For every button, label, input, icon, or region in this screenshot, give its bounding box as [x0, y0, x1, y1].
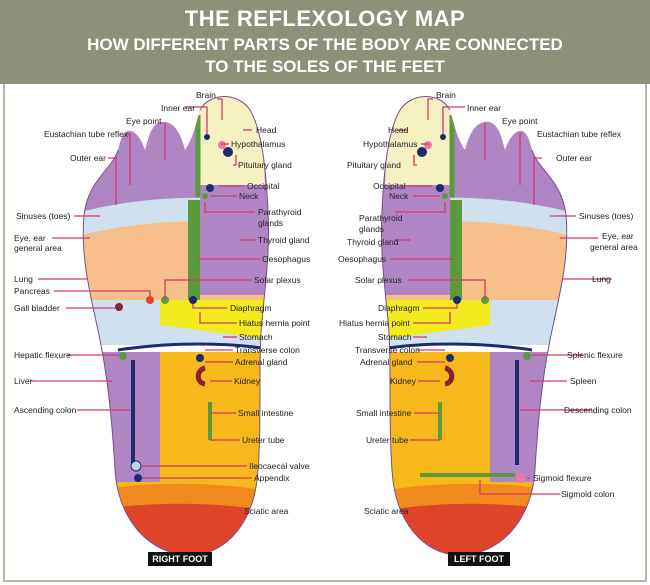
- left-pituitary-dot: [417, 147, 427, 157]
- label-left-hiatus: Hiatus hernia point: [339, 318, 411, 328]
- label-left-parathyroid-2: glands: [359, 224, 384, 234]
- left-hypothalamus-dot: [424, 141, 432, 149]
- left-foot-caption-box: [448, 552, 510, 566]
- label-left-stomach: Stomach: [378, 332, 412, 342]
- label-right-ureter: Ureter tube: [242, 435, 285, 445]
- left-foot-caption: LEFT FOOT: [454, 554, 504, 564]
- label-right-pancreas: Pancreas: [14, 286, 50, 296]
- right-kidney-mark: [195, 365, 206, 387]
- label-right-adrenal: Adrenal gland: [235, 357, 288, 367]
- label-left-eye-point: Eye point: [502, 116, 538, 126]
- label-right-diaphragm: Diaphragm: [230, 303, 272, 313]
- page-subtitle-line2: TO THE SOLES OF THE FEET: [205, 57, 445, 76]
- page-title: THE REFLEXOLOGY MAP: [184, 6, 466, 31]
- label-right-brain: Brain: [196, 90, 216, 100]
- label-left-head: Head: [388, 125, 409, 135]
- label-left-sciatic: Sciatic area: [364, 506, 409, 516]
- right-foot-caption: RIGHT FOOT: [152, 554, 208, 564]
- label-right-appendix: Appendix: [254, 473, 290, 483]
- label-left-kidney: Kidney: [390, 376, 417, 386]
- right-foot-labels: Brain Inner ear Eye point Head Eustachia…: [14, 90, 311, 516]
- label-right-solar-plexus: Solar plexus: [254, 275, 301, 285]
- label-right-neck: Neck: [239, 191, 259, 201]
- label-right-kidney: Kidney: [234, 376, 261, 386]
- label-right-stomach: Stomach: [239, 332, 273, 342]
- label-right-inner-ear: Inner ear: [161, 103, 195, 113]
- label-left-diaphragm: Diaphragm: [378, 303, 420, 313]
- label-left-occipital: Occipital: [373, 181, 406, 191]
- right-gallbladder-dot: [115, 303, 123, 311]
- label-right-head: Head: [256, 125, 277, 135]
- label-right-ascending-colon: Ascending colon: [14, 405, 77, 415]
- label-right-hepatic-flexure: Hepatic flexure: [14, 350, 71, 360]
- right-hypothalamus-dot: [218, 141, 226, 149]
- label-right-eye-ear-1: Eye, ear: [14, 233, 46, 243]
- label-right-thyroid: Thyroid gland: [258, 235, 310, 245]
- label-right-occipital: Occipital: [247, 181, 280, 191]
- leader-lines: [31, 98, 612, 512]
- label-left-thyroid: Thyroid gland: [347, 237, 399, 247]
- label-right-oesophagus: Oesophagus: [262, 254, 310, 264]
- right-foot-caption-box: [148, 552, 212, 566]
- label-right-eustachian: Eustachian tube reflex: [44, 129, 129, 139]
- label-left-pituitary: Pituitary gland: [347, 160, 401, 170]
- label-right-pituitary: Pituitary gland: [238, 160, 292, 170]
- label-right-ileocaecal: Ileocaecal valve: [249, 461, 310, 471]
- page-subtitle-line1: HOW DIFFERENT PARTS OF THE BODY ARE CONN…: [87, 35, 563, 54]
- right-big-toe-head-area: [196, 96, 265, 185]
- label-right-hiatus: Hiatus hernia point: [239, 318, 311, 328]
- label-left-adrenal: Adrenal gland: [360, 357, 413, 367]
- label-right-eye-ear-2: general area: [14, 243, 62, 253]
- label-left-eustachian: Eustachian tube reflex: [537, 129, 622, 139]
- left-kidney-mark: [444, 365, 455, 387]
- label-right-sinuses: Sinuses (toes): [16, 211, 70, 221]
- label-left-sigmoid-colon: Sigmoid colon: [561, 489, 615, 499]
- label-right-gall-bladder: Gall bladder: [14, 303, 60, 313]
- label-left-parathyroid-1: Parathyroid: [359, 213, 403, 223]
- label-left-small-intestine: Small intestine: [356, 408, 412, 418]
- label-right-small-intestine: Small intestine: [238, 408, 294, 418]
- left-stomach-area: [381, 300, 490, 340]
- label-left-eye-ear-2: general area: [590, 242, 638, 252]
- label-left-ureter: Ureter tube: [366, 435, 409, 445]
- right-stomach-area: [160, 300, 269, 340]
- label-left-transverse-colon: Transverse colon: [355, 345, 420, 355]
- label-left-splenic-flexure: Splenic flexure: [567, 350, 623, 360]
- label-left-brain: Brain: [436, 90, 456, 100]
- label-right-lung: Lung: [14, 274, 33, 284]
- right-pituitary-dot: [223, 147, 233, 157]
- label-left-neck: Neck: [389, 191, 409, 201]
- label-left-oesophagus: Oesophagus: [338, 254, 386, 264]
- label-right-hypothalamus: Hypothalamus: [231, 139, 285, 149]
- label-left-hypothalamus: Hypothalamus: [363, 139, 417, 149]
- right-intestine-area: [160, 352, 269, 482]
- left-foot-labels: Brain Inner ear Head Eye point Hypothala…: [338, 90, 638, 516]
- right-pancreas-dot: [146, 296, 154, 304]
- label-right-parathyroid-2: glands: [258, 218, 283, 228]
- left-intestine-area: [381, 352, 490, 482]
- label-right-parathyroid-1: Parathyroid: [258, 207, 302, 217]
- label-left-descending-colon: Descending colon: [564, 405, 632, 415]
- label-left-outer-ear: Outer ear: [556, 153, 592, 163]
- label-left-solar-plexus: Solar plexus: [355, 275, 402, 285]
- diagram-panel: [3, 84, 647, 582]
- label-right-liver: Liver: [14, 376, 33, 386]
- label-right-eye-point: Eye point: [126, 116, 162, 126]
- label-left-lung: Lung: [592, 274, 611, 284]
- label-right-transverse-colon: Transverse colon: [235, 345, 300, 355]
- label-left-sinuses: Sinuses (toes): [579, 211, 633, 221]
- label-right-sciatic: Sciatic area: [244, 506, 289, 516]
- label-left-sigmoid-flexure: Sigmoid flexure: [533, 473, 592, 483]
- label-right-outer-ear: Outer ear: [70, 153, 106, 163]
- left-big-toe-head-area: [385, 96, 454, 185]
- label-left-eye-ear-1: Eye, ear: [602, 231, 634, 241]
- label-left-spleen: Spleen: [570, 376, 597, 386]
- label-left-inner-ear: Inner ear: [467, 103, 501, 113]
- header-banner: THE REFLEXOLOGY MAP HOW DIFFERENT PARTS …: [0, 0, 650, 84]
